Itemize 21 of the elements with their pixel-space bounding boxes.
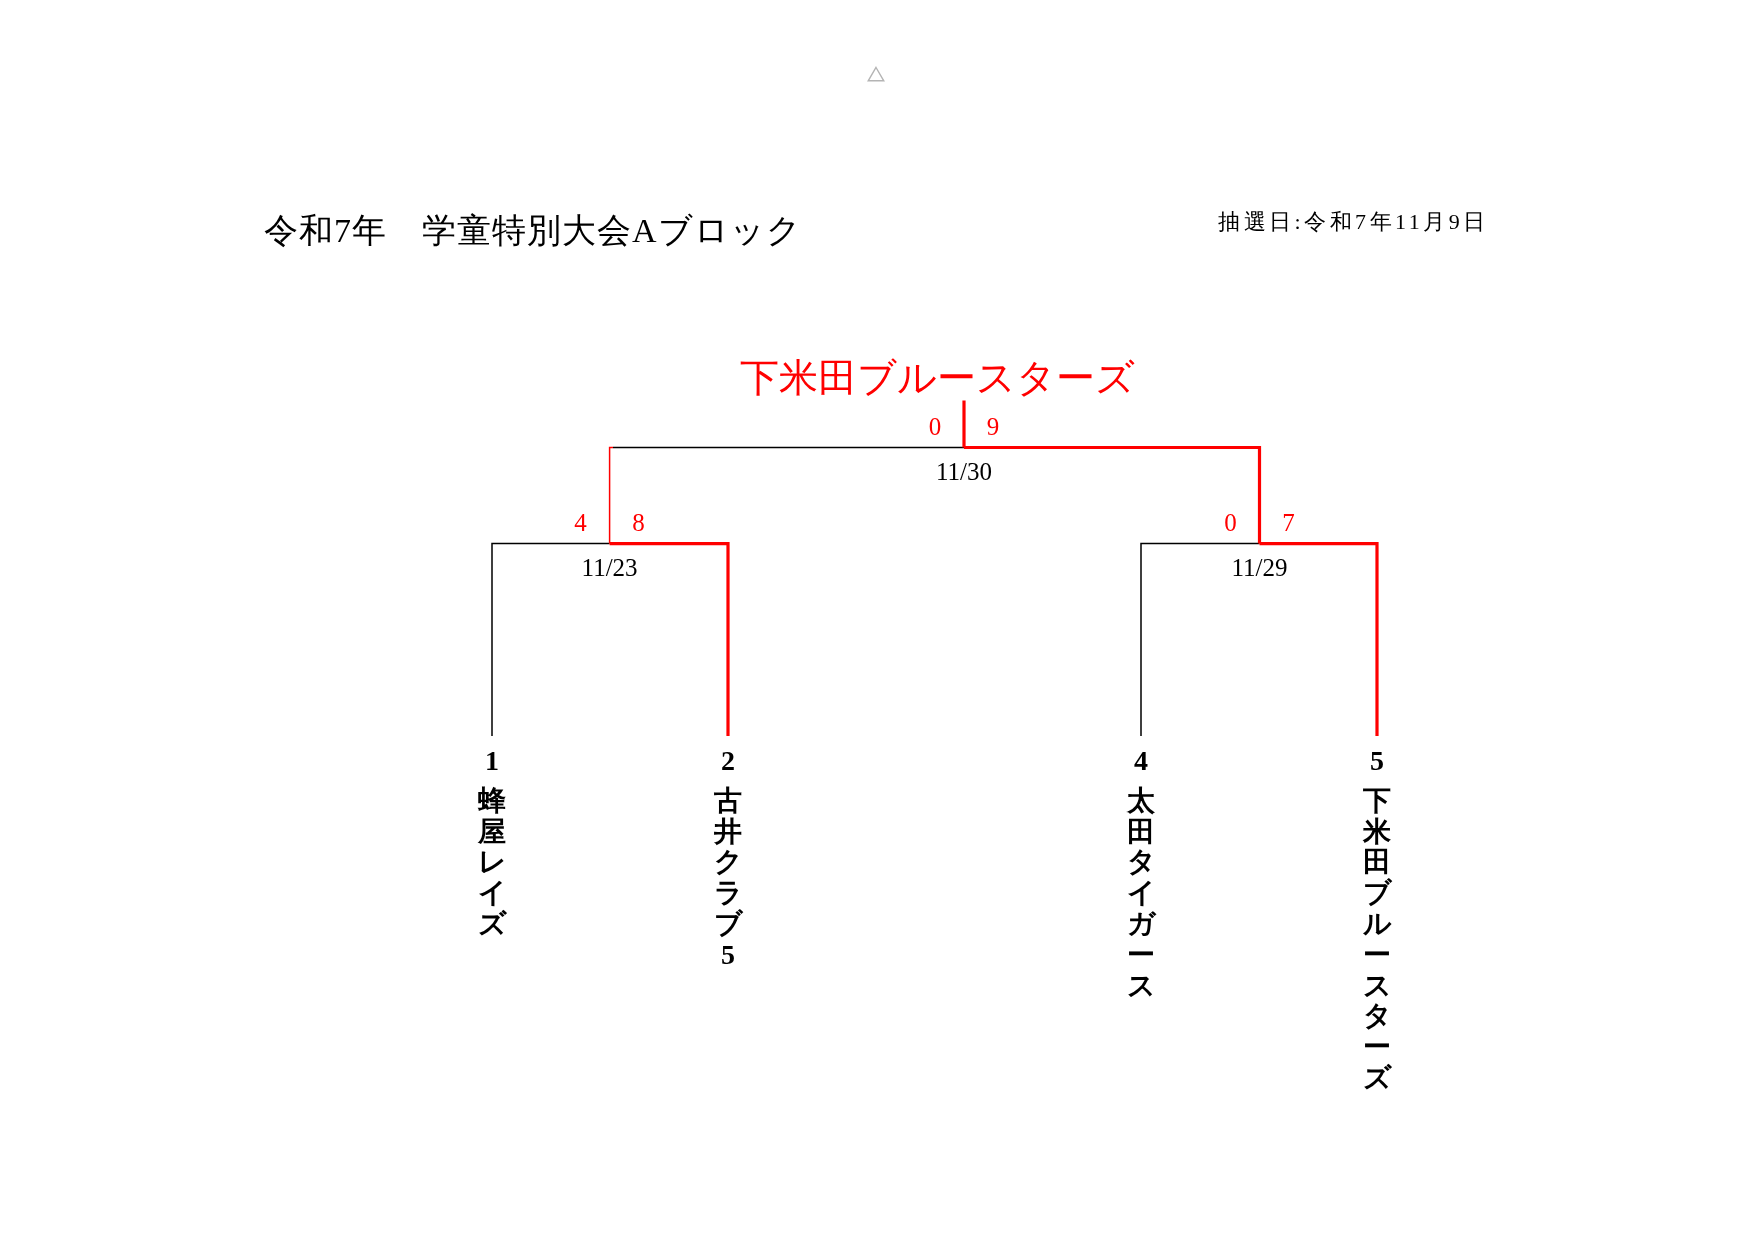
seed-number: 5 (1369, 746, 1385, 777)
team-name: 太田タイガース (1127, 785, 1155, 1002)
draw-date-note: 抽選日:令和7年11月9日 (1218, 209, 1489, 236)
title: 令和7年 学童特別大会Aブロック (264, 211, 802, 251)
bracket-line (609, 542, 730, 736)
bracket-line (1140, 542, 1261, 737)
seed-number: 2 (720, 746, 736, 777)
seed-number: 4 (1133, 746, 1149, 777)
match-date: 11/29 (1231, 543, 1288, 580)
team-name: 蜂屋レイズ (478, 785, 506, 940)
team-name: 下米田ブルースターズ (1363, 785, 1391, 1094)
bracket-line (608, 446, 965, 545)
bracket-line (964, 445, 1262, 544)
match-date: 11/30 (936, 447, 992, 484)
team-name: 古井クラブ5 (714, 785, 742, 971)
bracket-line (491, 542, 611, 737)
bracket-line (1259, 542, 1379, 736)
champion-name: 下米田ブルースターズ (739, 355, 1135, 401)
match-date: 11/23 (581, 543, 638, 580)
bracket-line (962, 400, 966, 448)
seed-number: 1 (484, 746, 500, 777)
